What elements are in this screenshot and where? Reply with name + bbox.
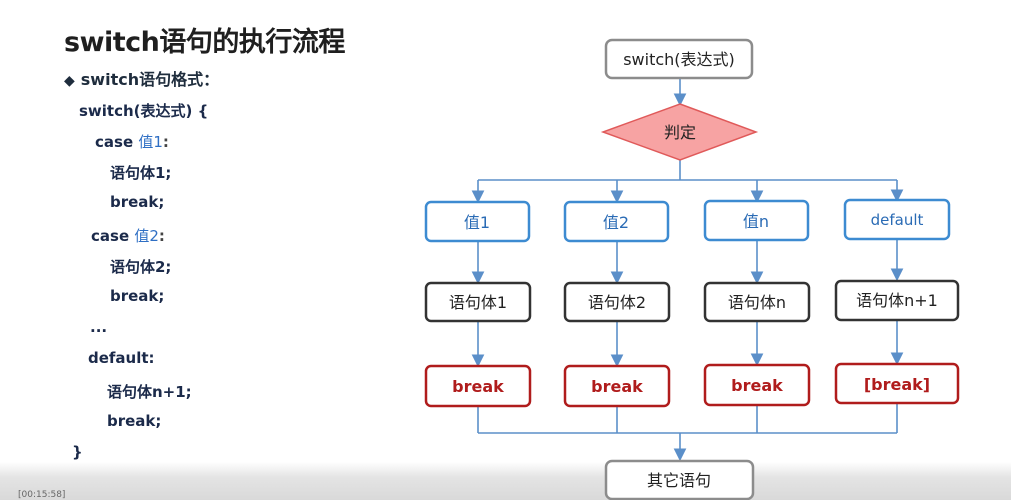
case1-colon: : [162,133,169,151]
format-bullet: ◆ switch语句格式： [64,66,219,90]
code-line-breakn: break; [107,412,162,430]
break-node-n: break [703,363,811,407]
case-node-default: default [843,198,951,241]
break-node-2: break [563,364,671,408]
code-line-case2: case 值2: [91,225,165,246]
video-timestamp: [00:15:58] [18,490,66,500]
code-line-body1: 语句体1; [110,164,172,182]
case1-keyword: case [95,133,139,151]
body-node-2-label: 语句体2 [588,293,646,312]
code-line-bodyn: 语句体n+1; [107,383,192,401]
diamond-bullet-icon: ◆ [64,73,75,89]
other-statements-label: 其它语句 [647,471,711,490]
case2-keyword: case [91,227,135,245]
flow-connectors [471,78,904,462]
case1-value: 值1 [138,133,163,151]
body-node-n-label: 语句体n [728,293,786,312]
case-node-2: 值2 [563,200,670,243]
case-node-2-label: 值2 [603,213,629,232]
body-node-n: 语句体n [703,281,811,323]
case2-value: 值2 [134,227,159,245]
case2-colon: : [158,227,165,245]
body-node-1-label: 语句体1 [449,293,507,312]
case-node-1: 值1 [424,200,531,243]
code-line-break2: break; [110,287,165,305]
code-line-break1: break; [110,193,165,211]
break-node-default: [break] [834,362,960,405]
code-line-default: default: [88,349,155,367]
judge-node-label: 判定 [664,123,696,142]
slide-title: switch语句的执行流程 [64,27,345,58]
body-node-n1-label: 语句体n+1 [856,291,938,310]
format-bullet-text: switch语句格式： [80,70,220,89]
break-node-1: break [424,364,532,408]
case-node-1-label: 值1 [464,213,490,232]
body-node-1: 语句体1 [424,281,532,323]
code-line-ellipsis: ... [90,318,108,336]
code-line-body2: 语句体2; [110,258,172,276]
case-node-n: 值n [703,199,810,242]
break-node-1-label: break [452,377,504,396]
other-statements-node: 其它语句 [604,459,755,500]
body-node-n1: 语句体n+1 [834,279,960,322]
case-node-default-label: default [871,211,924,229]
bottom-shadow-band [0,462,1011,500]
break-node-n-label: break [731,376,783,395]
body-node-2: 语句体2 [563,281,671,323]
judge-node: 判定 [600,103,759,161]
switch-node-label: switch(表达式) [623,50,735,69]
code-line-switch: switch(表达式) { [79,102,209,120]
case-node-n-label: 值n [743,212,769,231]
code-line-case1: case 值1: [95,131,169,152]
break-node-2-label: break [591,377,643,396]
break-node-default-label: [break] [864,375,930,394]
code-line-close: } [72,443,83,461]
switch-node: switch(表达式) [604,38,754,80]
